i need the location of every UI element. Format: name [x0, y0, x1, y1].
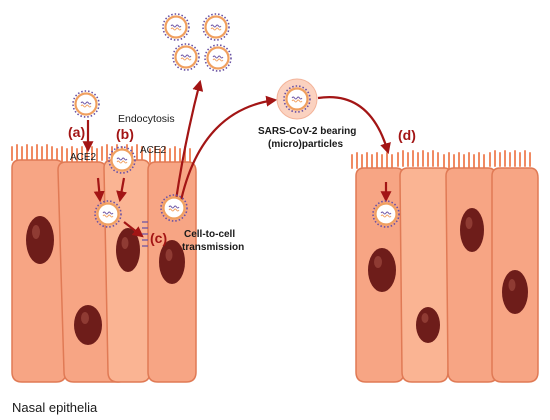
arrow-up-release — [174, 79, 204, 201]
arrow-to-right-epithelium — [317, 96, 391, 155]
virus-icon — [203, 43, 233, 73]
label-ace2-a: ACE2 — [70, 152, 97, 163]
nucleus-icon — [460, 208, 484, 252]
right-epithelium — [351, 150, 539, 383]
virus-icon — [161, 12, 191, 42]
left-cell-1 — [11, 159, 67, 383]
microparticle-icon — [276, 78, 318, 120]
nucleus-icon — [74, 305, 102, 345]
label-ace2-b: ACE2 — [140, 145, 167, 156]
label-endocytosis: Endocytosis — [118, 113, 175, 125]
label-particles-line1: SARS-CoV-2 bearing — [258, 126, 356, 137]
right-cell-2 — [399, 167, 453, 383]
arrow-a-into-cell — [93, 177, 105, 203]
arrow-c-transfer — [123, 221, 144, 238]
label-cell-to-cell: Cell-to-cell — [184, 229, 235, 240]
virus-icon — [171, 42, 201, 72]
label-b: (b) — [116, 126, 134, 142]
label-transmission: transmission — [182, 242, 244, 253]
arrow-to-microparticle — [178, 95, 278, 206]
label-c: (c) — [150, 230, 167, 246]
nucleus-icon — [416, 307, 440, 343]
label-a: (a) — [68, 124, 85, 140]
right-cilia — [351, 150, 531, 169]
nucleus-icon — [502, 270, 528, 314]
nucleus-icon — [159, 240, 185, 284]
left-epithelium — [11, 144, 197, 383]
label-nasal-epithelia: Nasal epithelia — [12, 400, 98, 415]
virions — [71, 12, 401, 229]
right-cell-3 — [445, 167, 499, 383]
nucleus-icon — [26, 216, 54, 264]
nucleus-icon — [116, 228, 140, 272]
labels: (a) (b) (c) (d) ACE2 ACE2 Endocytosis Ce… — [12, 113, 416, 415]
label-d: (d) — [398, 127, 416, 143]
virus-icon — [71, 89, 101, 119]
arrows — [82, 79, 392, 238]
nucleus-icon — [368, 248, 396, 292]
virus-icon — [201, 12, 231, 42]
ace2-receptors — [142, 221, 148, 247]
arrow-b-into-cell — [116, 177, 127, 203]
label-particles-line2: (micro)particles — [268, 139, 343, 150]
